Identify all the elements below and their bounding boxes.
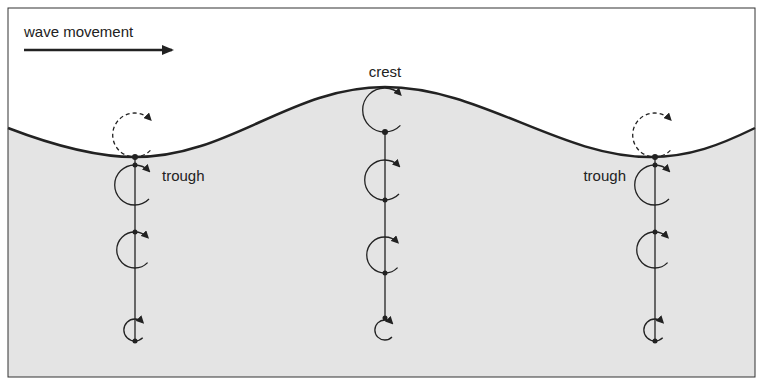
water-surface [8, 87, 755, 157]
particle-dots [132, 154, 138, 344]
direction-arrow [24, 49, 172, 52]
water-body [8, 87, 755, 377]
frame [8, 8, 755, 377]
trough-label: trough [581, 168, 628, 185]
crest-label: crest [367, 64, 404, 81]
direction-label: wave movement [22, 24, 135, 41]
orbit-column [363, 88, 401, 340]
orbit-column [633, 113, 671, 341]
orbit-column [113, 113, 151, 341]
particle-dots [652, 154, 658, 344]
particle-dots [382, 129, 388, 321]
trough-label: trough [160, 168, 207, 185]
